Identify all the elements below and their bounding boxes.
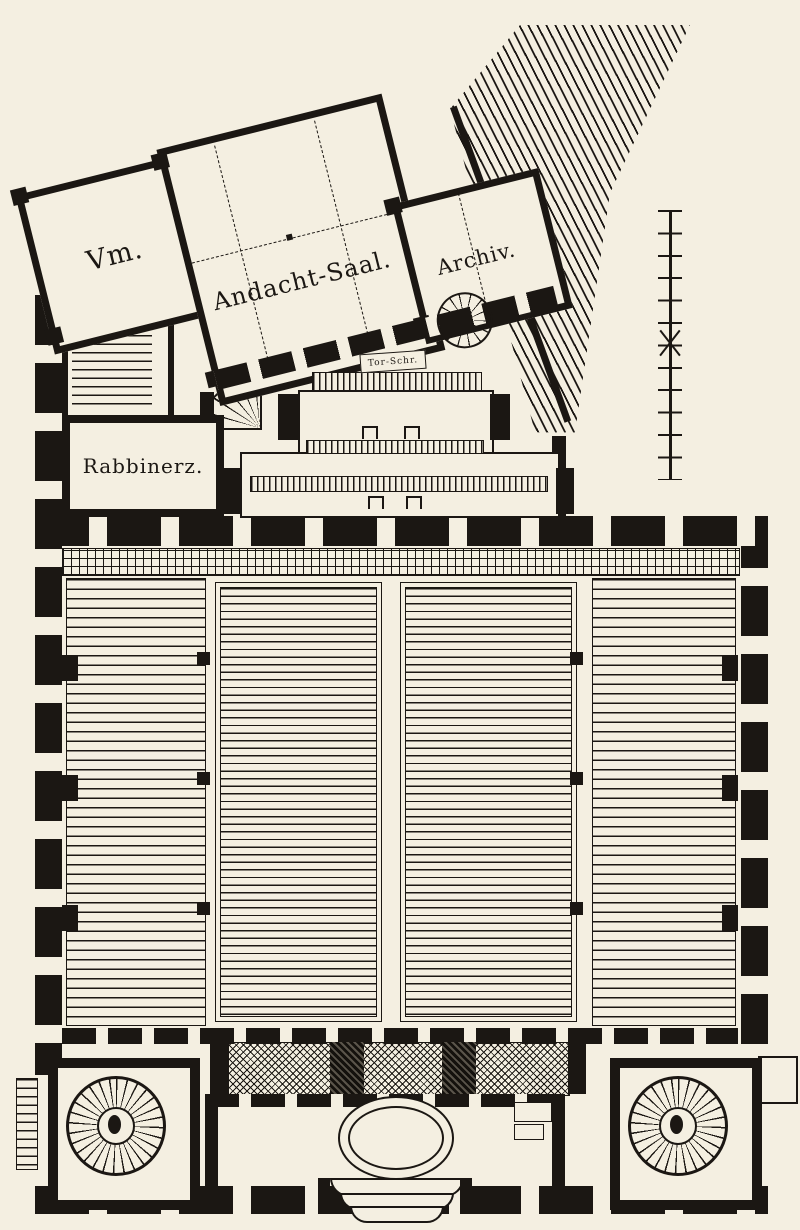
scale-midpoint-marker — [654, 328, 686, 360]
lobby-hatch-band — [228, 1042, 570, 1096]
apse-steps — [312, 372, 482, 394]
outside-steps-left — [16, 1078, 38, 1170]
wall-pilaster — [62, 655, 78, 681]
newel-post — [108, 1115, 121, 1134]
hall-rear-wall — [62, 1028, 738, 1044]
aisle-column — [570, 652, 583, 665]
aisle-column — [197, 652, 210, 665]
lobby-dark-panel — [442, 1042, 476, 1094]
room-rabbinerz: Rabbinerz. — [62, 415, 224, 517]
wing: Vm. Andacht-Saal. Archiv. — [9, 65, 573, 419]
pew-bank-outer-right — [592, 578, 736, 1026]
apse-pier — [490, 394, 510, 440]
entrance-oval — [338, 1096, 454, 1180]
annex-box — [758, 1056, 798, 1104]
column-base-icon — [404, 426, 420, 439]
fixture-box — [514, 1102, 552, 1122]
newel-post — [670, 1115, 683, 1134]
aisle-column — [197, 772, 210, 785]
lobby-pier — [568, 1042, 586, 1094]
stair-drum-right — [628, 1076, 728, 1176]
pew-bank-inner-right — [400, 582, 577, 1022]
corridor-wall-right — [552, 1094, 565, 1186]
drum-hub — [97, 1107, 135, 1145]
corridor-wall-left — [205, 1094, 218, 1186]
lobby-dark-panel — [330, 1042, 364, 1094]
apse-pier — [278, 394, 298, 440]
wall-pilaster — [722, 655, 738, 681]
scale-bar — [658, 210, 682, 480]
wall-left — [35, 295, 62, 1075]
apse-step-band — [306, 440, 484, 454]
vm-label: Vm. — [83, 233, 146, 277]
wall-top — [35, 516, 768, 546]
pew-rows — [220, 587, 377, 1017]
aisle-column — [197, 902, 210, 915]
aisle-column — [570, 902, 583, 915]
stair-tower-right — [610, 1058, 762, 1210]
wall-pilaster — [722, 775, 738, 801]
column-base-icon — [368, 496, 384, 509]
wall-pilaster — [62, 775, 78, 801]
choir-pier — [222, 468, 240, 514]
lobby-pier — [210, 1042, 228, 1094]
column-base-icon — [362, 426, 378, 439]
drum-hub — [659, 1107, 697, 1145]
pew-rows — [405, 587, 572, 1017]
aisle-column — [570, 772, 583, 785]
entrance-step — [350, 1206, 444, 1223]
stair-drum-left — [66, 1076, 166, 1176]
rabbinerz-label-wrap: Rabbinerz. — [70, 423, 216, 509]
pew-bank-inner-left — [215, 582, 382, 1022]
gallery-band — [62, 548, 740, 576]
porch-pier — [318, 1178, 330, 1214]
wall-right — [741, 518, 768, 1078]
column-base-icon — [406, 496, 422, 509]
choir-step-band — [250, 476, 548, 492]
porch-pier — [460, 1178, 472, 1214]
fixture-box — [514, 1124, 544, 1140]
choir-pier — [556, 468, 574, 514]
wall-pilaster — [722, 905, 738, 931]
stair-tower-left — [48, 1058, 200, 1210]
pew-bank-outer-left — [66, 578, 206, 1026]
ark-label: Tor-Schr. — [367, 354, 419, 369]
wall-pilaster — [62, 905, 78, 931]
ark-label-box: Tor-Schr. — [359, 349, 427, 374]
rabbinerz-label: Rabbinerz. — [82, 454, 204, 478]
